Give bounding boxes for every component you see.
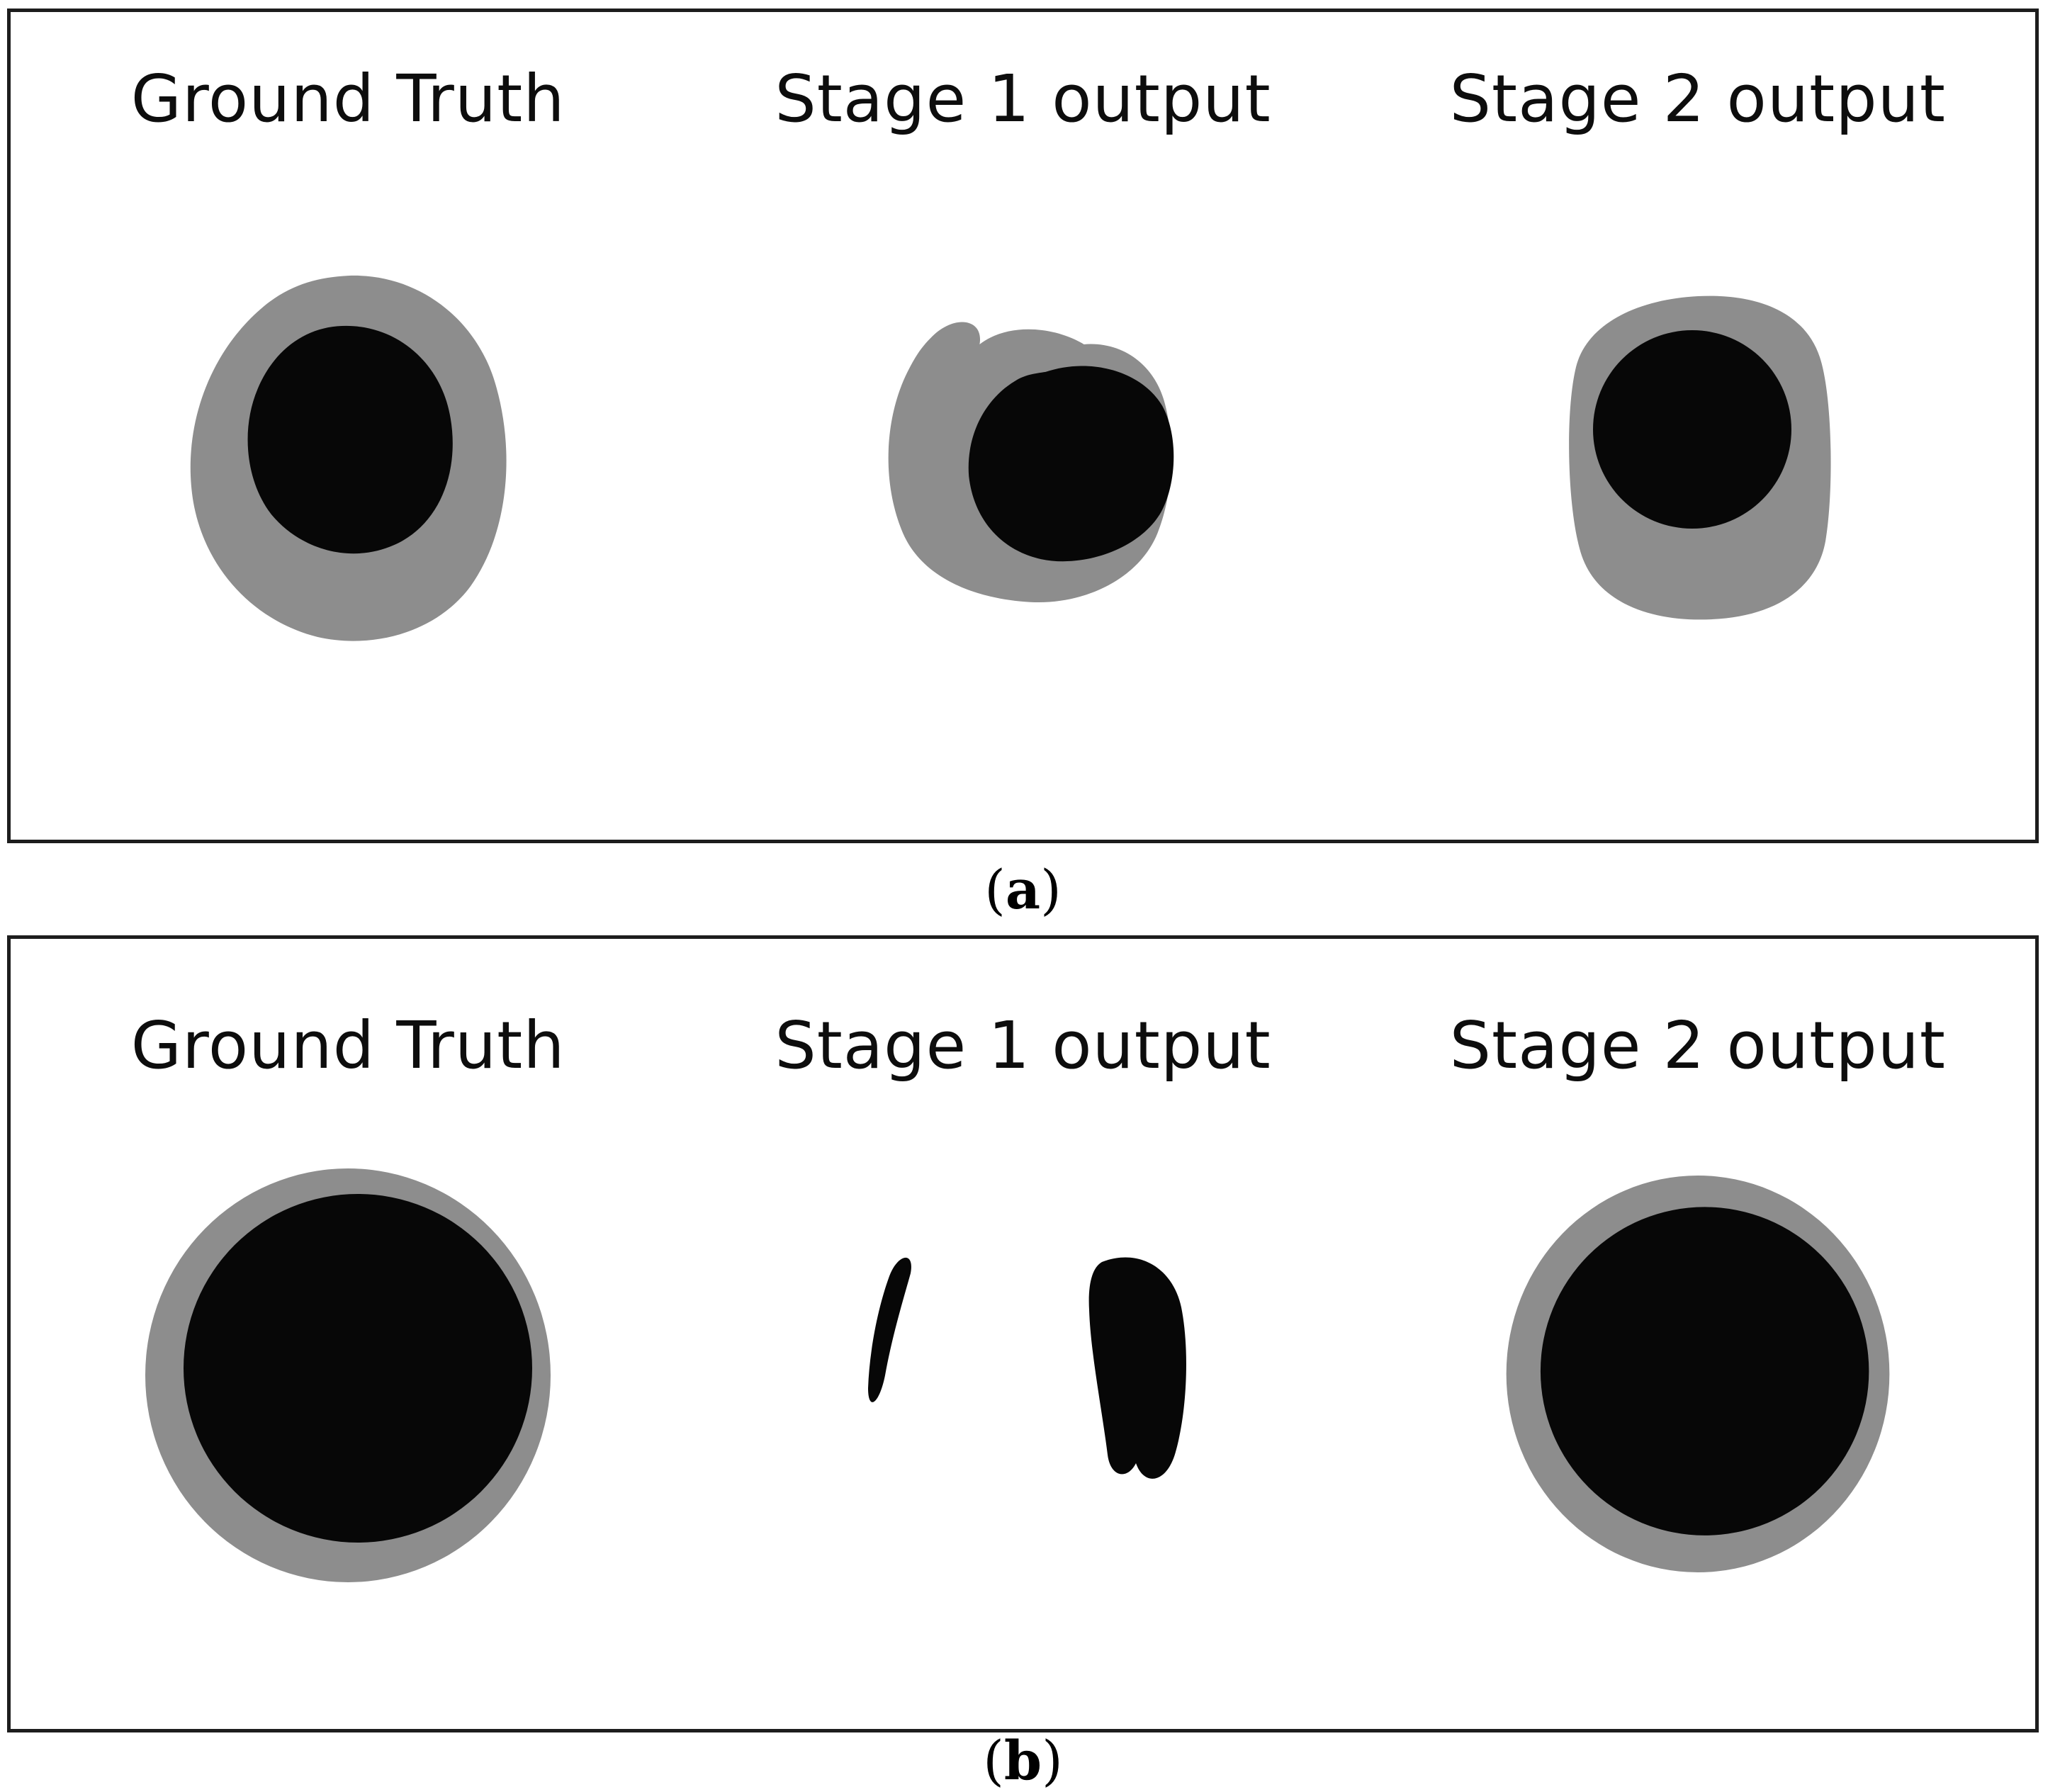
column-header-stage2-output: Stage 2 output	[1449, 1008, 1946, 1083]
cup-region	[1592, 330, 1791, 529]
cup-region	[969, 366, 1174, 562]
caption-b-close-paren: )	[1042, 1729, 1063, 1792]
cup-region	[1540, 1207, 1869, 1535]
stage1-mask-a	[889, 322, 1174, 603]
panel-a-masks	[11, 135, 2035, 778]
column-header-ground-truth: Ground Truth	[130, 61, 565, 137]
panel-b-masks	[11, 1081, 2035, 1666]
column-header-ground-truth: Ground Truth	[130, 1008, 565, 1083]
cup-region	[247, 326, 453, 554]
column-header-stage1-output: Stage 1 output	[775, 61, 1271, 137]
stage1-mask-b	[868, 1257, 1187, 1479]
stage2-mask-a	[1568, 295, 1831, 620]
mask-cell-a-ground-truth	[157, 257, 539, 655]
mask-cell-b-stage1	[824, 1239, 1221, 1509]
column-header-stage1-output: Stage 1 output	[775, 1008, 1271, 1083]
caption-a-close-paren: )	[1040, 857, 1062, 921]
fragment-right	[1089, 1257, 1187, 1479]
panel-a-headers: Ground Truth Stage 1 output Stage 2 outp…	[11, 12, 2035, 135]
caption-b: (b)	[7, 1729, 2039, 1792]
panel-b-headers: Ground Truth Stage 1 output Stage 2 outp…	[11, 939, 2035, 1081]
cup-region	[184, 1193, 533, 1543]
caption-a-letter: a	[1005, 857, 1041, 921]
panel-b: Ground Truth Stage 1 output Stage 2 outp…	[7, 935, 2039, 1732]
column-header-stage2-output: Stage 2 output	[1449, 61, 1946, 137]
caption-b-letter: b	[1003, 1729, 1042, 1792]
mask-cell-a-stage1	[838, 280, 1207, 633]
stage2-mask-b	[1506, 1175, 1890, 1572]
fragment-left	[868, 1257, 912, 1402]
caption-b-open-paren: (	[983, 1729, 1004, 1792]
panel-a: Ground Truth Stage 1 output Stage 2 outp…	[7, 9, 2039, 843]
mask-cell-b-ground-truth	[135, 1161, 561, 1587]
caption-a: (a)	[7, 843, 2039, 935]
caption-a-open-paren: (	[984, 857, 1006, 921]
mask-cell-b-stage2	[1499, 1168, 1896, 1579]
mask-cell-a-stage2	[1542, 279, 1854, 633]
ground-truth-mask-a	[190, 276, 507, 641]
ground-truth-mask-b	[145, 1168, 551, 1582]
